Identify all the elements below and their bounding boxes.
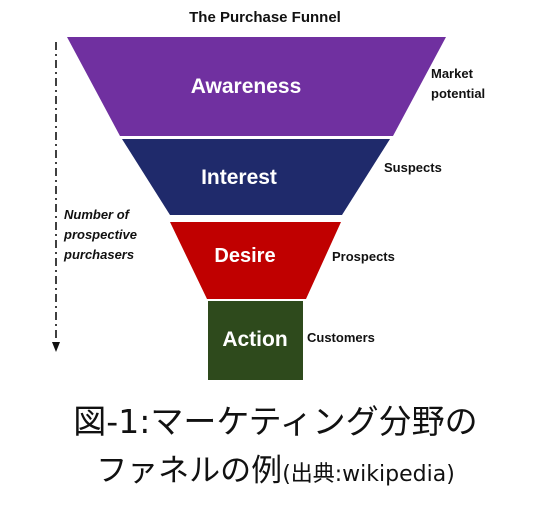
diagram-title: The Purchase Funnel (189, 9, 341, 26)
stage-interest (122, 139, 390, 215)
stage-desire-label: Desire (214, 245, 275, 267)
svg-text:purchasers: purchasers (63, 247, 134, 262)
svg-text:Number of: Number of (64, 207, 131, 222)
stage-interest-label: Interest (201, 166, 277, 189)
stage-awareness-side-label-2: potential (431, 86, 485, 101)
svg-text:prospective: prospective (63, 227, 137, 242)
stage-awareness (67, 37, 446, 136)
stage-desire-side-label: Prospects (332, 249, 395, 264)
axis-label: Number of prospective purchasers (63, 207, 137, 262)
caption-line-2: ファネルの例(出典:wikipedia) (0, 445, 551, 490)
caption-source-text: (出典:wikipedia) (282, 462, 455, 487)
purchase-funnel-diagram: The Purchase Funnel Number of prospectiv… (52, 9, 485, 380)
stage-awareness-side-label-1: Market (431, 66, 474, 81)
stage-desire (170, 222, 341, 299)
stage-awareness-label: Awareness (191, 75, 302, 98)
axis-arrowhead (52, 342, 60, 352)
stage-action (208, 301, 303, 380)
caption-main-text: ファネルの例 (96, 453, 283, 489)
stage-action-label: Action (222, 328, 287, 351)
caption-line-1: 図-1:マーケティング分野の (73, 402, 478, 441)
stage-interest-side-label: Suspects (384, 160, 442, 175)
stage-action-side-label: Customers (307, 330, 375, 345)
